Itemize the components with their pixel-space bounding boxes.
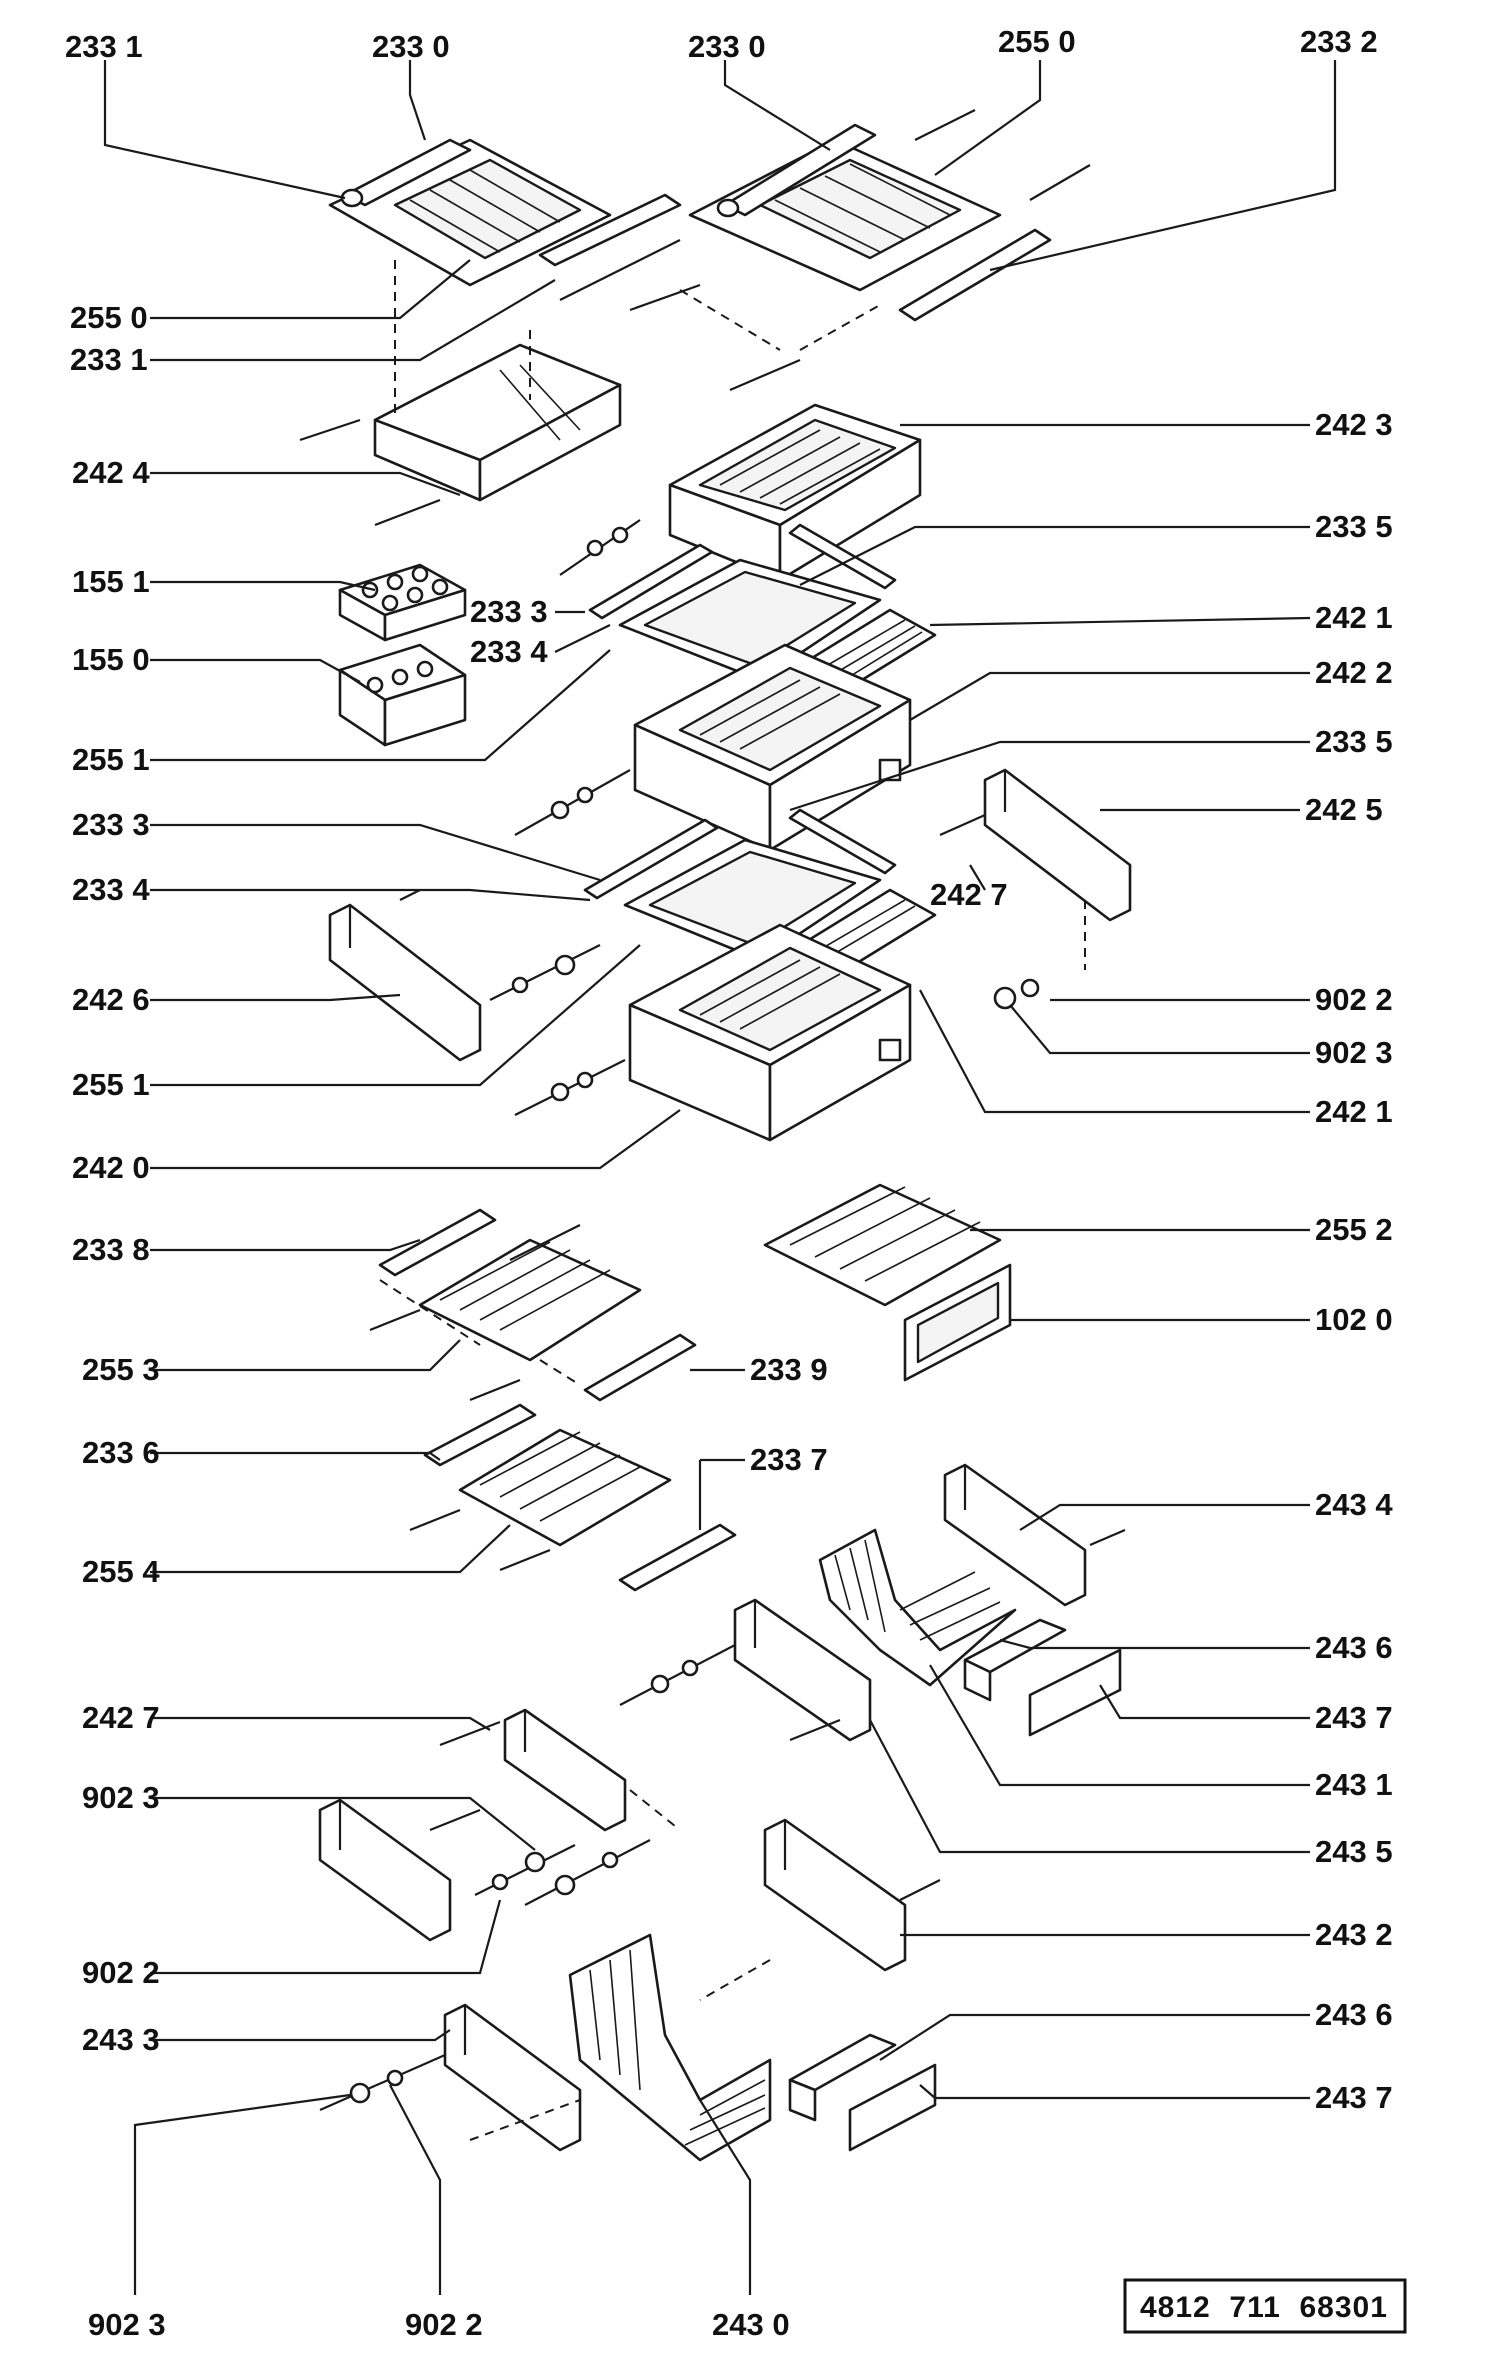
label-902-2: 902 2	[82, 1955, 160, 1990]
label-902-3: 902 3	[88, 2307, 166, 2342]
label-242-4: 242 4	[72, 455, 150, 490]
shelf-255-2	[763, 1183, 1012, 1382]
label-902-2: 902 2	[1315, 982, 1393, 1017]
label-243-6: 243 6	[1315, 1630, 1393, 1665]
label-242-0: 242 0	[72, 1150, 150, 1185]
label-902-2: 902 2	[405, 2307, 483, 2342]
glass-shelf-lower	[583, 808, 897, 962]
label-233-2: 233 2	[1300, 24, 1378, 59]
label-902-3: 902 3	[82, 1780, 160, 1815]
part-labels: 233 1 233 0 233 0 255 0 233 2 255 0 233 …	[65, 24, 1393, 2342]
drawer-242-3	[559, 403, 922, 582]
label-233-3: 233 3	[72, 807, 150, 842]
label-233-0: 233 0	[372, 29, 450, 64]
label-255-1: 255 1	[72, 1067, 150, 1102]
label-242-6: 242 6	[72, 982, 150, 1017]
egg-trays	[338, 563, 467, 747]
glass-shelf-upper	[588, 523, 897, 682]
top-left-shelf	[328, 138, 682, 301]
label-233-1: 233 1	[65, 29, 143, 64]
bracket-242-7-lower	[439, 1708, 681, 1832]
label-255-0: 255 0	[998, 24, 1076, 59]
label-233-0: 233 0	[688, 29, 766, 64]
label-243-1: 243 1	[1315, 1767, 1393, 1802]
label-243-0: 243 0	[712, 2307, 790, 2342]
label-243-3: 243 3	[82, 2022, 160, 2057]
leader-lines	[103, 60, 1337, 2295]
label-233-4: 233 4	[72, 872, 150, 907]
label-255-3: 255 3	[82, 1352, 160, 1387]
drawer-242-4	[299, 260, 622, 527]
label-242-1: 242 1	[1315, 1094, 1393, 1129]
top-right-shelf	[629, 109, 1091, 392]
label-242-1: 242 1	[1315, 600, 1393, 635]
side-panel-243-5	[619, 1598, 872, 1742]
label-902-3: 902 3	[1315, 1035, 1393, 1070]
side-panel-242-5	[939, 768, 1132, 1010]
crisper-242-0	[514, 923, 912, 1142]
label-243-4: 243 4	[1315, 1487, 1393, 1522]
label-243-2: 243 2	[1315, 1917, 1393, 1952]
label-233-7: 233 7	[750, 1442, 828, 1477]
label-233-3: 233 3	[470, 594, 548, 629]
label-242-2: 242 2	[1315, 655, 1393, 690]
label-233-5: 233 5	[1315, 724, 1393, 759]
label-255-2: 255 2	[1315, 1212, 1393, 1247]
label-233-9: 233 9	[750, 1352, 828, 1387]
label-242-7: 242 7	[82, 1700, 160, 1735]
part-number: 4812 711 68301	[1140, 2291, 1388, 2324]
label-255-0: 255 0	[70, 300, 148, 335]
label-233-4: 233 4	[470, 634, 548, 669]
wire-basket-243-1	[818, 1528, 1017, 1687]
label-233-6: 233 6	[82, 1435, 160, 1470]
label-255-4: 255 4	[82, 1554, 160, 1589]
label-233-8: 233 8	[72, 1232, 150, 1267]
label-155-1: 155 1	[72, 564, 150, 599]
label-242-5: 242 5	[1305, 792, 1383, 827]
side-panel-243-3	[319, 2003, 582, 2152]
side-panel-left-middle	[318, 1798, 651, 1942]
side-panel-243-4	[943, 1463, 1126, 1607]
wire-basket-243-0	[568, 1933, 772, 2162]
label-242-3: 242 3	[1315, 407, 1393, 442]
side-panel-242-6	[328, 889, 601, 1062]
label-102-0: 102 0	[1315, 1302, 1393, 1337]
side-panel-243-2	[699, 1818, 941, 2001]
label-243-7: 243 7	[1315, 1700, 1393, 1735]
label-233-5: 233 5	[1315, 509, 1393, 544]
wire-shelf-255-4	[409, 1403, 737, 1592]
label-243-7: 243 7	[1315, 2080, 1393, 2115]
label-155-0: 155 0	[72, 642, 150, 677]
wire-shelf-255-3	[369, 1208, 697, 1402]
label-243-6: 243 6	[1315, 1997, 1393, 2032]
label-233-1: 233 1	[70, 342, 148, 377]
rail-243-6-upper	[963, 1618, 1122, 1737]
crisper-242-2	[514, 643, 912, 852]
label-243-5: 243 5	[1315, 1834, 1393, 1869]
label-242-7: 242 7	[930, 877, 1008, 912]
label-255-1: 255 1	[72, 742, 150, 777]
part-number-box: 4812 711 68301	[1123, 2278, 1407, 2334]
rail-243-6-lower	[788, 2033, 937, 2152]
